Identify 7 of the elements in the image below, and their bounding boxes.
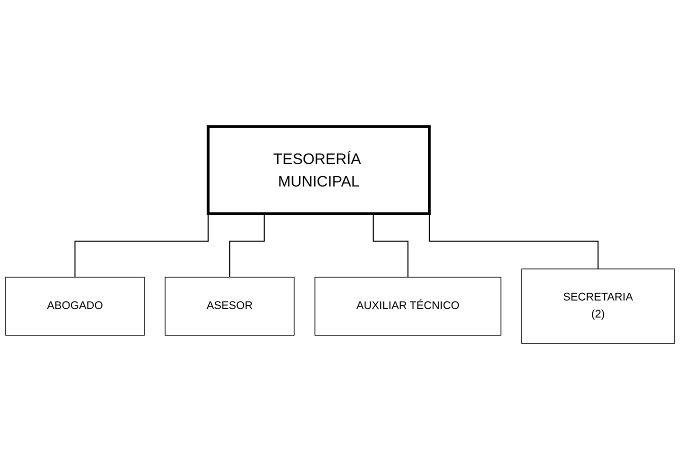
node-box: ASESOR bbox=[164, 276, 295, 336]
connector bbox=[372, 214, 408, 278]
node-box: TESORERÍA MUNICIPAL bbox=[206, 125, 431, 215]
node-box: AUXILIAR TÉCNICO bbox=[314, 276, 502, 336]
node-box: ABOGADO bbox=[5, 276, 145, 336]
node-box: SECRETARIA (2) bbox=[521, 268, 675, 344]
connector bbox=[229, 214, 265, 278]
